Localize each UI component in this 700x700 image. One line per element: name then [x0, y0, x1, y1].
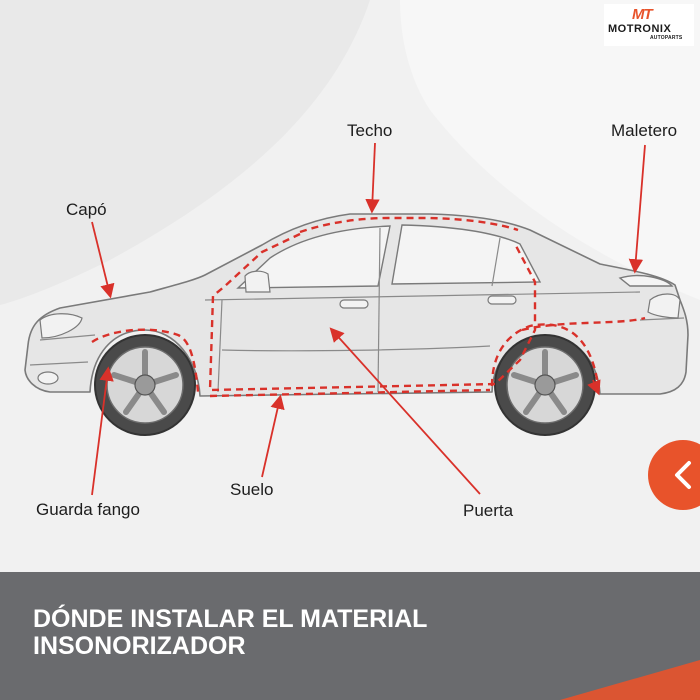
corner-accent: [560, 660, 700, 700]
techo-leader: [365, 142, 380, 214]
background-swoosh: [0, 0, 370, 305]
car-windows: [236, 224, 674, 289]
title-banner: DÓNDE INSTALAR EL MATERIAL INSONORIZADOR: [0, 572, 700, 700]
insulation-zones: [91, 216, 646, 398]
chevron-left-icon: [675, 461, 691, 489]
rear-panel-zone: [521, 316, 646, 332]
banner-title-line1: DÓNDE INSTALAR EL MATERIAL: [33, 605, 428, 633]
suelo-leader: [261, 394, 285, 478]
front-wheel: [94, 334, 196, 436]
door-zone: [208, 232, 537, 392]
floor-zone: [209, 388, 491, 398]
car-body-lines: [29, 227, 685, 393]
logo-mark: MT: [632, 6, 653, 23]
label-techo: Techo: [347, 121, 393, 140]
rear-wheel: [494, 334, 596, 436]
roof-zone: [299, 216, 519, 234]
label-puerta: Puerta: [463, 501, 514, 520]
label-guarda-fango: Guarda fango: [36, 500, 140, 519]
label-capo: Capó: [66, 200, 107, 219]
banner-title-line2: INSONORIZADOR: [33, 632, 246, 660]
capo-leader: [91, 221, 115, 299]
label-maletero: Maletero: [611, 121, 678, 140]
brand-tagline: AUTOPARTS: [650, 35, 683, 41]
background-swoosh: [400, 0, 700, 300]
brand-logo: MT MOTRONIX AUTOPARTS: [604, 4, 694, 46]
label-suelo: Suelo: [230, 480, 274, 499]
banner-title: DÓNDE INSTALAR EL MATERIAL INSONORIZADOR: [33, 606, 427, 660]
car-details: [37, 270, 681, 385]
puerta-leader: [329, 327, 481, 495]
maletero-leader: [628, 144, 646, 274]
rear-leader: [587, 379, 601, 396]
front-fender-zone: [91, 328, 200, 393]
rear-fender-zone: [490, 323, 600, 387]
side-nav-tab[interactable]: [648, 440, 700, 510]
guarda-fango-leader: [91, 366, 114, 496]
brand-name: MOTRONIX: [608, 23, 672, 35]
leader-lines: [91, 142, 646, 496]
